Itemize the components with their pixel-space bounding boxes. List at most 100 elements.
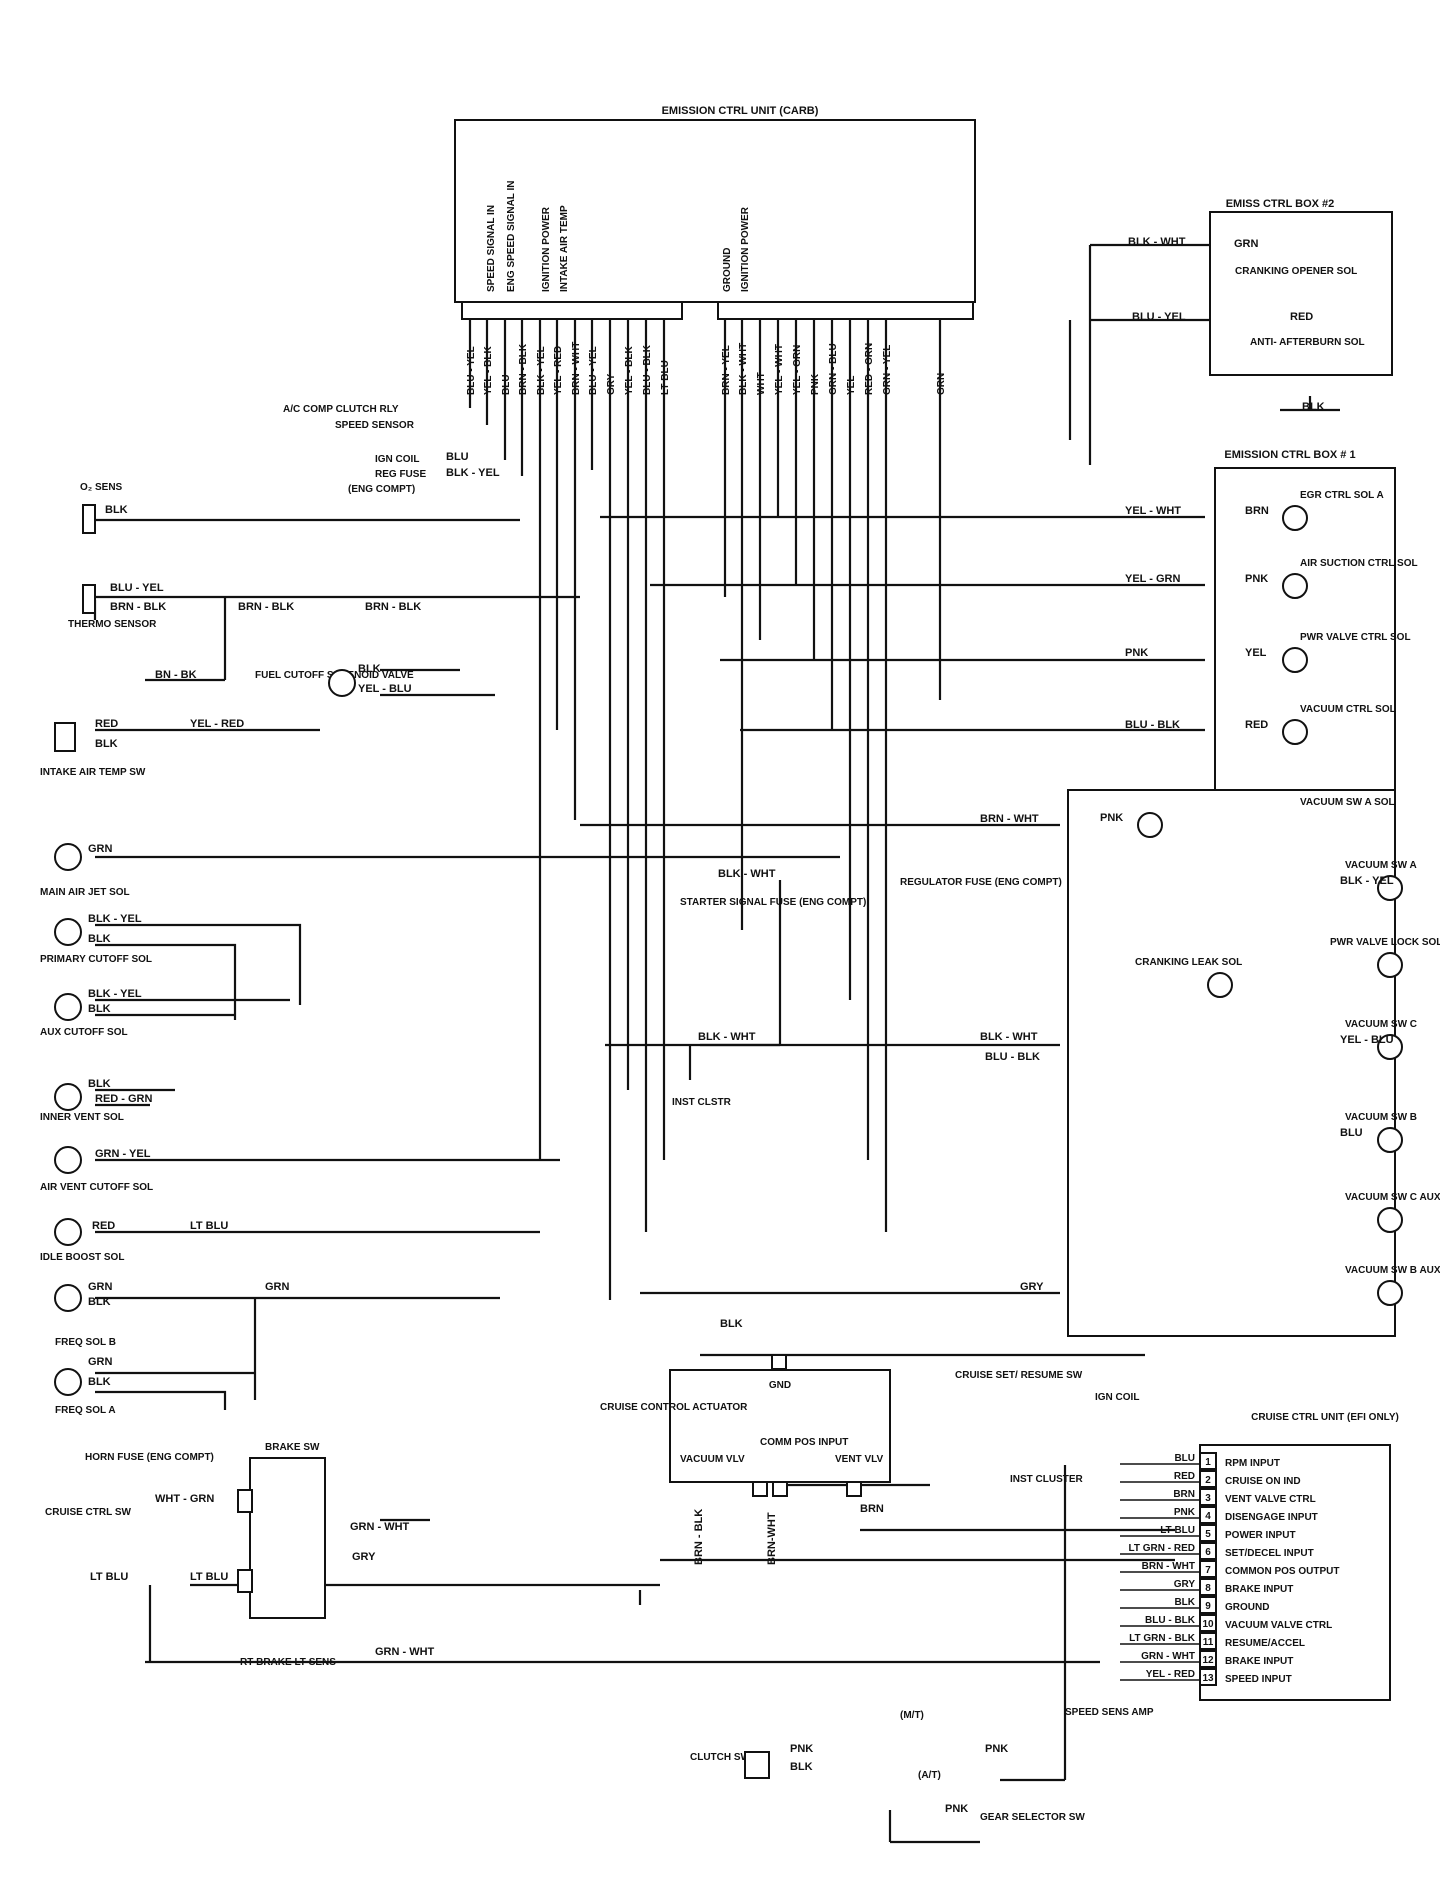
box1-solenoid-name: VACUUM SW A [1345, 860, 1417, 871]
solenoid-icon [1282, 505, 1308, 531]
cruise-pin-wire: YEL - RED [1146, 1669, 1195, 1680]
box2-in-wire-1: BLK - WHT [1128, 236, 1186, 248]
actuator-gnd-wire: BLK [720, 1318, 743, 1330]
solenoid-icon [54, 993, 82, 1021]
thermo-wire-4: BRN - BLK [365, 601, 421, 613]
port-wire-2: BRN-WHT [766, 1512, 778, 1565]
ecu-wire-label: GRN [936, 373, 947, 395]
ecu-pin-speed-signal: SPEED SIGNAL IN [486, 205, 497, 292]
brake-switch [249, 1457, 326, 1619]
solenoid-icon [54, 1218, 82, 1246]
box1-solenoid-name: VACUUM CTRL SOL [1300, 704, 1396, 715]
emiss-ctrl-box-2: EMISS CTRL BOX #2 GRN CRANKING OPENER SO… [1128, 198, 1393, 413]
cruise-pin-function: BRAKE INPUT [1225, 1656, 1293, 1667]
rt-brake-wire: GRN - WHT [375, 1646, 435, 1658]
at-label: (A/T) [918, 1770, 941, 1781]
cruise-pin-box [1199, 1560, 1217, 1578]
speed-sens-label: SPEED SENS AMP [1065, 1707, 1154, 1718]
ecu-wire-label: YEL - RED [553, 346, 564, 395]
solenoid-icon [1377, 875, 1403, 901]
air-vent-label: AIR VENT CUTOFF SOL [40, 1182, 153, 1193]
solenoid-icon [54, 1284, 82, 1312]
fuel-cutoff-icon [328, 669, 356, 697]
box1-in-wire: BLU - BLK [1125, 719, 1180, 731]
ecu-wire-label: GRY [606, 373, 617, 395]
ecu-wire-label: PNK [810, 373, 821, 395]
solenoid-icon [1282, 719, 1308, 745]
clutch-label: CLUTCH SW [690, 1752, 751, 1763]
freq-a-label: FREQ SOL A [55, 1405, 116, 1416]
clutch-wire-3: PNK [985, 1743, 1008, 1755]
box1-in-wire: YEL - WHT [1125, 505, 1181, 517]
speed-sensor-label: SPEED SENSOR [335, 420, 415, 431]
cruise-pin-number: 7 [1205, 1565, 1211, 1576]
wire-network [93, 243, 1340, 1844]
cruise-pin-box [1199, 1578, 1217, 1596]
clutch-switch [744, 1751, 770, 1779]
primary-label: PRIMARY CUTOFF SOL [40, 954, 152, 965]
box1-solenoid-name: VACUUM SW B [1345, 1112, 1417, 1123]
cruise-pin-wire: PNK [1174, 1507, 1196, 1518]
ecu-wire-label: GRN - YEL [882, 345, 893, 395]
cruise-pin-number: 8 [1205, 1583, 1211, 1594]
cruise-pin-number: 11 [1203, 1637, 1214, 1648]
port-wire-1: BRN - BLK [693, 1509, 705, 1565]
reg-fuse-wire: BLK - YEL [446, 467, 500, 479]
thermo-wire-1: BLU - YEL [110, 582, 164, 594]
cruise-pin-box [1199, 1470, 1217, 1488]
ecu-wire-label: WHT [756, 372, 767, 395]
box1-solenoid-name: EGR CTRL SOL A [1300, 490, 1384, 501]
solenoid-icon [1282, 573, 1308, 599]
cruise-pin-box [1199, 1488, 1217, 1506]
cruise-pin-function: RESUME/ACCEL [1225, 1638, 1305, 1649]
box1-title: EMISSION CTRL BOX # 1 [1224, 449, 1355, 461]
freq-a-wire-2: BLK [88, 1376, 111, 1388]
ac-comp-label: A/C COMP CLUTCH RLY [283, 404, 399, 415]
box2-cranking-opener: CRANKING OPENER SOL [1235, 266, 1357, 277]
fuel-cutoff-wire-2: YEL - BLU [358, 683, 412, 695]
reg-fuse-label: REG FUSE [375, 469, 426, 480]
ecu-title: EMISSION CTRL UNIT (CARB) [662, 105, 819, 117]
box2-anti-afterburn: ANTI- AFTERBURN SOL [1250, 337, 1365, 348]
solenoid-icon [54, 1146, 82, 1174]
cruise-pin-wire: LT GRN - BLK [1129, 1633, 1196, 1644]
cruise-pin-wire: LT BLU [1160, 1525, 1195, 1536]
ecu-wire-label: YEL - BLK [624, 346, 635, 395]
box2-gnd-wire: BLK [1302, 401, 1325, 413]
aux-cutoff-label: AUX CUTOFF SOL [40, 1027, 128, 1038]
aux-wire-1: BLK - YEL [88, 988, 142, 1000]
ecu-wire-label: YEL [846, 376, 857, 395]
o2-sens-label: O₂ SENS [80, 482, 123, 493]
port-vacuum: VACUUM VLV [680, 1454, 745, 1465]
cruise-actuator [669, 1369, 891, 1483]
inst-cluster-label: INST CLUSTER [1010, 1474, 1084, 1485]
cruise-pin-function: CRUISE ON IND [1225, 1476, 1301, 1487]
cruise-pin-function: RPM INPUT [1225, 1458, 1280, 1469]
thermo-sensor-icon [82, 584, 96, 614]
cruise-pin-wire: GRY [1174, 1579, 1196, 1590]
intake-wire-1: RED [95, 718, 118, 730]
box1-solenoid-name: VACUUM SW B AUX SOL [1345, 1265, 1440, 1276]
solenoid-icon [1377, 1034, 1403, 1060]
ecu-wire-label: BLU - YEL [466, 346, 477, 395]
cruise-pin-number: 4 [1205, 1511, 1211, 1522]
box1-in-wire: YEL - GRN [1125, 573, 1180, 585]
brake-sw-label: BRAKE SW [265, 1442, 320, 1453]
thermo-label: THERMO SENSOR [68, 619, 157, 630]
ecu-wire-label: YEL - WHT [774, 344, 785, 395]
cruise-pin-box [1199, 1524, 1217, 1542]
cruise-pin-function: SET/DECEL INPUT [1225, 1548, 1314, 1559]
thermo-wire-3: BRN - BLK [238, 601, 294, 613]
o2-wire: BLK [105, 504, 128, 516]
box1-solenoid-name: PWR VALVE LOCK SOL [1330, 937, 1440, 948]
thermo-gnd-wire: BN - BK [155, 669, 197, 681]
solenoid-icon [1377, 952, 1403, 978]
solenoid-icon [54, 918, 82, 946]
box1-solenoid-wire: BRN [1245, 505, 1269, 517]
solenoid-icon [1377, 1280, 1403, 1306]
box2-wire-grn: GRN [1234, 238, 1259, 250]
cruise-pin-wire: BLK [1174, 1597, 1195, 1608]
starter-wire: BLK - WHT [718, 868, 776, 880]
box2-title: EMISS CTRL BOX #2 [1226, 198, 1335, 210]
